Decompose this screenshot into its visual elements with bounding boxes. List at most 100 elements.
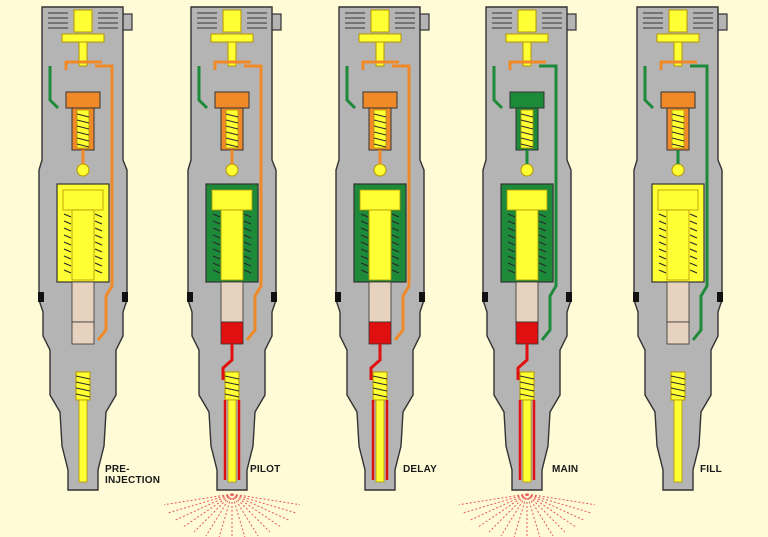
left-return-passage bbox=[48, 66, 60, 110]
label-line-injection: INJECTION bbox=[105, 475, 161, 486]
spring-coil bbox=[507, 220, 516, 225]
spring-coil bbox=[94, 227, 103, 232]
plunger bbox=[220, 209, 244, 281]
spring-coil bbox=[94, 220, 103, 225]
spray-cone bbox=[458, 493, 596, 537]
spring-coil bbox=[360, 234, 369, 239]
spring-coil bbox=[520, 125, 534, 130]
spring-coil bbox=[372, 381, 388, 386]
spring-coil bbox=[94, 262, 103, 267]
injector-3 bbox=[335, 6, 430, 491]
spring-coil bbox=[94, 255, 103, 260]
spring-coil bbox=[689, 241, 698, 246]
spring-coil bbox=[76, 137, 90, 142]
plunger-chamber-lower bbox=[71, 321, 95, 345]
needle-spring bbox=[670, 375, 686, 398]
check-ball bbox=[225, 163, 239, 177]
spring-coil bbox=[689, 213, 698, 218]
check-ball bbox=[76, 163, 90, 177]
spring-coil bbox=[94, 248, 103, 253]
spring-coil bbox=[538, 269, 547, 274]
label-line-main: MAIN bbox=[552, 464, 579, 475]
feed-passage bbox=[213, 60, 251, 70]
spray-ray bbox=[526, 493, 591, 514]
spring-coil bbox=[373, 131, 387, 136]
spring-coil bbox=[63, 220, 72, 225]
spring-coil bbox=[225, 119, 239, 124]
spring-coil bbox=[520, 143, 534, 148]
spring-coil bbox=[519, 387, 535, 392]
spring-coil bbox=[373, 143, 387, 148]
spring-coil bbox=[212, 234, 221, 239]
spring-coil bbox=[391, 234, 400, 239]
spring-coil bbox=[670, 375, 686, 380]
spring-coil bbox=[391, 255, 400, 260]
label-fill: FILL bbox=[700, 464, 722, 475]
spring-coil bbox=[224, 393, 240, 398]
right-passage bbox=[392, 64, 411, 341]
spring-coil bbox=[520, 113, 534, 118]
seal-right bbox=[717, 292, 723, 302]
armature-plate bbox=[61, 33, 105, 43]
spray-ray bbox=[231, 493, 290, 521]
spray-ray bbox=[163, 493, 233, 506]
valve-spring bbox=[76, 113, 90, 148]
spring-coil bbox=[689, 227, 698, 232]
solenoid-core bbox=[73, 9, 93, 33]
nozzle-needle bbox=[375, 399, 385, 483]
spring-coil bbox=[658, 241, 667, 246]
spring-coil bbox=[507, 213, 516, 218]
label-line-fill: FILL bbox=[700, 464, 722, 475]
cap-vents bbox=[48, 12, 118, 29]
injector-4 bbox=[458, 6, 596, 537]
spray-ray bbox=[463, 493, 528, 514]
plunger-chamber bbox=[220, 281, 244, 323]
spring-coil bbox=[658, 234, 667, 239]
nozzle-needle bbox=[673, 399, 683, 483]
spring-coil bbox=[519, 393, 535, 398]
spring-coil bbox=[507, 227, 516, 232]
seal-left bbox=[187, 292, 193, 302]
feed-passage bbox=[64, 60, 102, 70]
plunger-chamber bbox=[515, 281, 539, 323]
needle-spring bbox=[372, 375, 388, 398]
spring-coil bbox=[671, 143, 685, 148]
spring-coil bbox=[212, 213, 221, 218]
spray-ray bbox=[526, 493, 566, 533]
spray-ray bbox=[458, 493, 528, 506]
solenoid-core bbox=[517, 9, 537, 33]
spring-coil bbox=[63, 213, 72, 218]
spring-coil bbox=[538, 262, 547, 267]
label-pilot: PILOT bbox=[250, 464, 280, 475]
seal-left bbox=[38, 292, 44, 302]
armature-stem bbox=[673, 41, 683, 67]
spring-coil bbox=[243, 234, 252, 239]
spring-coil bbox=[224, 375, 240, 380]
spring-coil bbox=[75, 375, 91, 380]
spring-coil bbox=[243, 262, 252, 267]
spring-coil bbox=[75, 393, 91, 398]
spring-coil bbox=[519, 375, 535, 380]
spring-coil bbox=[538, 255, 547, 260]
spring-coil bbox=[225, 131, 239, 136]
chamber-spring bbox=[63, 213, 103, 274]
spring-coil bbox=[538, 227, 547, 232]
solenoid-core bbox=[668, 9, 688, 33]
spring-coil bbox=[689, 220, 698, 225]
needle-spring bbox=[519, 375, 535, 398]
spring-coil bbox=[391, 262, 400, 267]
spring-coil bbox=[63, 241, 72, 246]
spring-coil bbox=[658, 255, 667, 260]
spring-coil bbox=[391, 227, 400, 232]
plunger-chamber-lower bbox=[666, 321, 690, 345]
spray-ray bbox=[205, 493, 233, 537]
right-passage bbox=[539, 64, 558, 341]
spray-cone bbox=[163, 493, 301, 537]
spring-coil bbox=[391, 220, 400, 225]
spring-coil bbox=[538, 234, 547, 239]
intensifier-piston-head bbox=[506, 189, 548, 211]
plunger-chamber bbox=[666, 281, 690, 323]
label-line-pre: PRE- bbox=[105, 464, 130, 475]
